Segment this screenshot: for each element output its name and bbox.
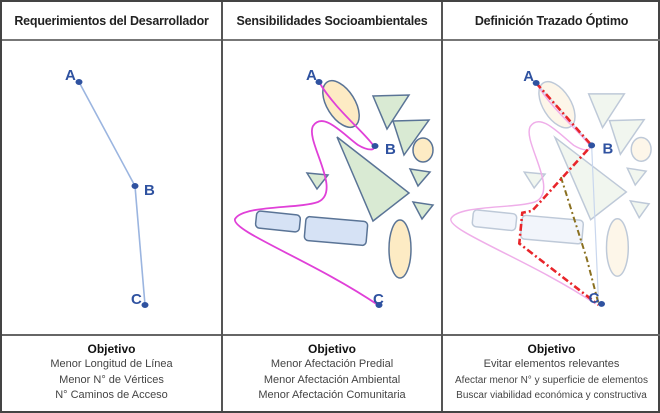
- point-b-marker: [371, 143, 379, 149]
- faded-triangle: [608, 118, 646, 156]
- column-footer: Objetivo Menor Longitud de Línea Menor N…: [2, 334, 221, 411]
- faded-rectangle: [471, 209, 518, 232]
- point-c-marker: [141, 302, 149, 308]
- objective-item: N° Caminos de Acceso: [55, 389, 168, 402]
- sensitivity-diagram-svg: A B C: [234, 67, 435, 308]
- sensitivity-triangle: [411, 201, 435, 221]
- objective-item: Menor Afectación Ambiental: [263, 373, 401, 386]
- faded-triangle: [626, 167, 648, 187]
- optimal-route-diagram: A B C: [443, 41, 660, 334]
- objective-item: Afectar menor N° y superficie de element…: [455, 374, 648, 386]
- sensitivity-ellipse: [412, 137, 434, 163]
- column-socioenvironmental-sensitivities: Sensibilidades Socioambientales: [221, 2, 441, 411]
- sensitivity-triangle: [371, 94, 411, 131]
- faded-ellipse: [630, 136, 652, 162]
- point-a-label: A: [306, 67, 317, 84]
- point-b-label: B: [144, 182, 155, 199]
- faded-ellipse: [605, 217, 630, 277]
- point-a-marker: [75, 79, 83, 85]
- point-a-marker: [315, 79, 323, 85]
- point-c-marker: [375, 302, 383, 308]
- optimal-route-diagram-svg: A B C: [450, 69, 652, 307]
- alternative-route: [559, 176, 600, 305]
- sensitivity-triangle: [391, 119, 431, 157]
- objective-heading: Objetivo: [87, 342, 136, 357]
- developer-diagram: A B C: [2, 41, 221, 334]
- segment-b-c: [134, 185, 146, 306]
- sensitivity-diagram: A B C: [223, 41, 441, 334]
- objective-item: Evitar elementos relevantes: [483, 358, 620, 371]
- objective-item: Menor Afectación Comunitaria: [258, 389, 406, 402]
- point-a-marker: [532, 79, 540, 86]
- column-developer-requirements: Requerimientos del Desarrollador A B C O…: [2, 2, 221, 411]
- column-title: Sensibilidades Socioambientales: [223, 2, 441, 41]
- point-b-label: B: [603, 141, 614, 157]
- objective-item: Menor N° de Vértices: [59, 373, 164, 386]
- faded-triangle: [522, 171, 547, 190]
- point-b-label: B: [385, 141, 396, 158]
- point-c-marker: [598, 300, 606, 307]
- optimal-route: [517, 82, 600, 306]
- objective-item: Menor Longitud de Línea: [50, 358, 173, 371]
- sensitivity-triangle: [408, 168, 432, 188]
- column-footer: Objetivo Evitar elementos relevantes Afe…: [443, 334, 660, 411]
- objective-heading: Objetivo: [527, 342, 576, 357]
- sensitivity-triangle: [336, 136, 411, 223]
- segment-a-b: [78, 81, 136, 187]
- objective-item: Menor Afectación Predial: [270, 358, 394, 371]
- sensitivity-rectangle: [303, 215, 369, 247]
- sensitivity-rectangle: [254, 210, 302, 233]
- sensitivity-ellipse: [322, 79, 360, 129]
- point-b-marker: [588, 142, 596, 149]
- point-c-label: C: [589, 291, 600, 307]
- sensitivity-ellipse: [388, 219, 412, 279]
- column-title: Definición Trazado Óptimo: [443, 2, 660, 41]
- column-footer: Objetivo Menor Afectación Predial Menor …: [223, 334, 441, 411]
- column-title: Requerimientos del Desarrollador: [2, 2, 221, 41]
- point-a-label: A: [523, 69, 534, 85]
- sensitivity-triangle: [305, 172, 330, 191]
- developer-diagram-svg: A B C: [65, 67, 155, 308]
- objective-heading: Objetivo: [307, 342, 356, 357]
- faded-triangle: [553, 135, 628, 221]
- point-c-label: C: [131, 291, 142, 308]
- point-a-label: A: [65, 67, 76, 84]
- objective-item: Buscar viabilidad económica y constructi…: [456, 390, 647, 402]
- column-optimal-route-definition: Definición Trazado Óptimo: [441, 2, 660, 411]
- faded-triangle: [587, 93, 626, 130]
- point-b-marker: [131, 183, 139, 189]
- point-c-label: C: [373, 291, 384, 308]
- faded-triangle: [628, 199, 651, 220]
